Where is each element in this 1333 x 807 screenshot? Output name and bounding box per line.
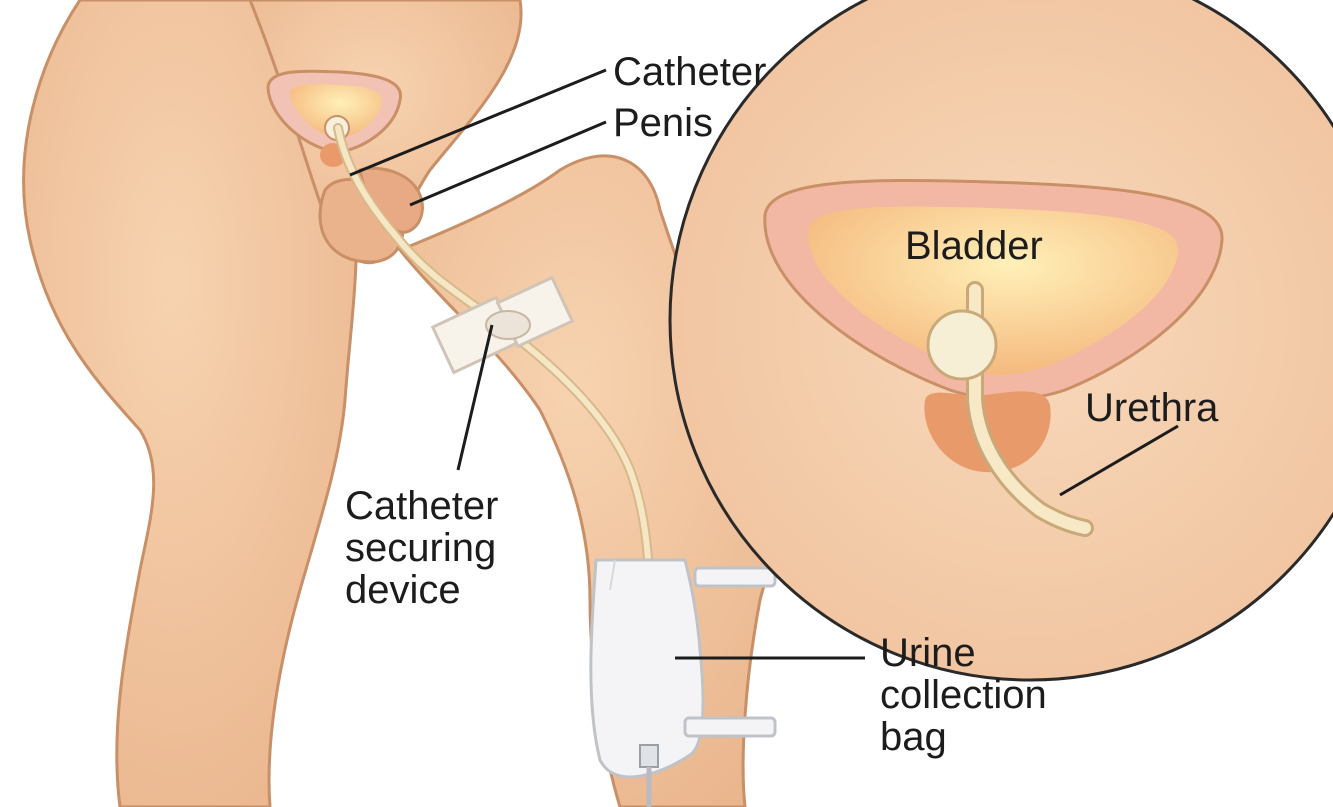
label-securing-device-line2: securing <box>345 527 498 569</box>
label-urethra: Urethra <box>1085 388 1218 428</box>
catheter-balloon <box>928 311 996 379</box>
label-collection-bag: Urine collection bag <box>880 632 1047 758</box>
label-collection-bag-line2: collection <box>880 674 1047 716</box>
label-collection-bag-line3: bag <box>880 716 1047 758</box>
label-penis: Penis <box>613 103 713 143</box>
label-securing-device: Catheter securing device <box>345 485 498 611</box>
label-catheter: Catheter <box>613 52 766 92</box>
label-securing-device-line3: device <box>345 569 498 611</box>
label-bladder: Bladder <box>905 226 1043 266</box>
label-collection-bag-line1: Urine <box>880 632 1047 674</box>
label-securing-device-line1: Catheter <box>345 485 498 527</box>
